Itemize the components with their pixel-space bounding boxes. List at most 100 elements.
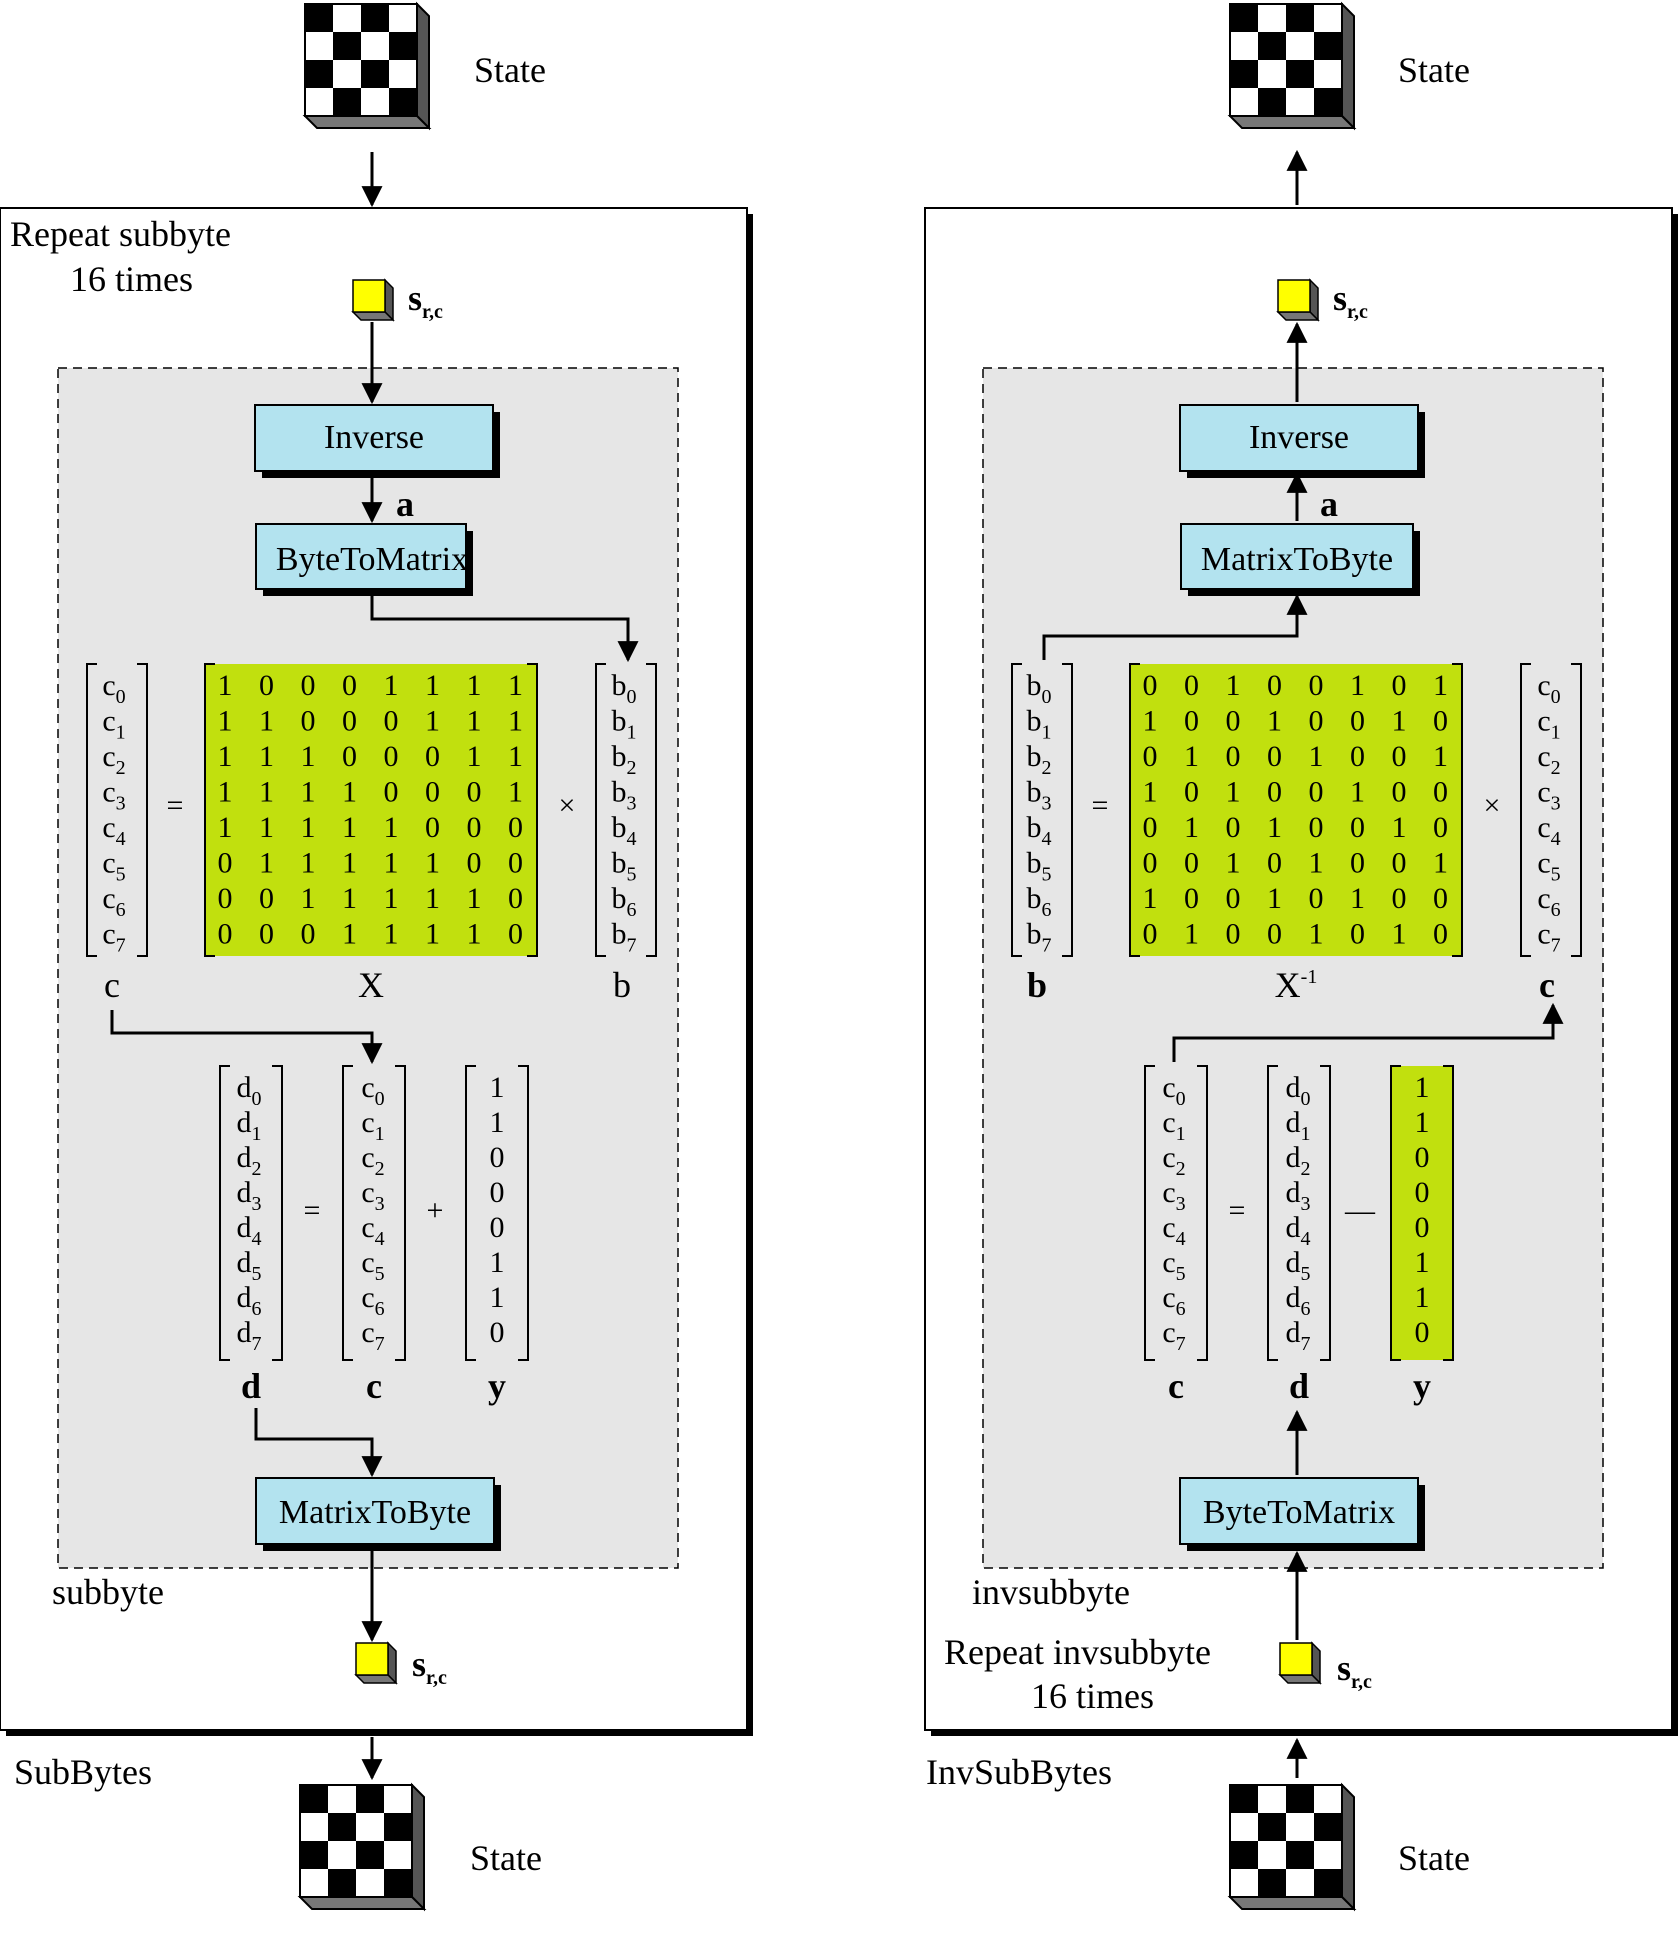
eq2-right-col2-entry: d6 (1286, 1281, 1311, 1320)
eq1-left-matrix-entry: 0 (384, 776, 399, 809)
eq1-right-matrix-entry: 0 (1143, 847, 1158, 880)
cell-src-left (351, 278, 395, 322)
subbytes-side: Repeat subbyte 16 times subbyte SubBytes… (0, 1, 753, 1912)
eq1-right-rhs-entry: c7 (1537, 918, 1560, 957)
eq2-left-equals: = (304, 1194, 321, 1227)
eq1-right-matrix-entry: 1 (1267, 705, 1282, 738)
eq2-right-col2-left-bracket (1267, 1065, 1278, 1361)
eq2-left-col2-entry: c1 (361, 1106, 384, 1145)
eq1-left-matrix-entry: 1 (301, 847, 316, 880)
eq1-left-matrix-entry: 1 (218, 705, 233, 738)
eq2-right-col3-entry: 1 (1415, 1071, 1430, 1104)
eq1-left-rhs-entry: b1 (612, 705, 637, 744)
eq1-left-rhs-entry: b4 (612, 811, 637, 850)
eq1-left-matrix-entry: 0 (384, 740, 399, 773)
eq1-right-matrix-entry: 1 (1184, 811, 1199, 844)
state-top-left-square (305, 32, 333, 60)
eq1-left-matrix-entry: 0 (218, 918, 233, 951)
eq2-left-col2-entry: c0 (361, 1071, 384, 1110)
eq1-right-matrix-entry: 1 (1226, 847, 1241, 880)
state-bottom-left-square (384, 1841, 412, 1869)
state-bottom-left-square (384, 1813, 412, 1841)
state-top-right-square (1230, 32, 1258, 60)
cell-src-right (1278, 1641, 1322, 1685)
eq2-left-col1-left-bracket (219, 1065, 230, 1361)
eq2-right-col1-left-bracket (1144, 1065, 1155, 1361)
state-top-right-square (1230, 4, 1258, 32)
subbytes-label: SubBytes (14, 1752, 152, 1792)
byte-to-matrix-label-left: ByteToMatrix (276, 541, 468, 578)
matrix-to-byte-box-right (1180, 523, 1414, 590)
eq2-right-col2-entry: d7 (1286, 1316, 1311, 1355)
state-bottom-left-square (356, 1841, 384, 1869)
cell-label-bottom-right: sr,c (1337, 1648, 1372, 1693)
eq1-right-matrix-entry: 0 (1433, 776, 1448, 809)
byte-to-matrix-box-left (255, 523, 467, 590)
eq1-left-matrix-entry: 1 (384, 918, 399, 951)
state-top-right-side (1341, 1, 1355, 131)
eq1-left-matrix-entry: 1 (384, 669, 399, 702)
inverse-box-right (1179, 404, 1419, 472)
eq1-left-matrix-entry: 0 (218, 882, 233, 915)
eq2-right-col2-entry: d0 (1286, 1071, 1311, 1110)
state-bottom-left-square (384, 1785, 412, 1813)
eq1-left-matrix-entry: 1 (425, 918, 440, 951)
eq1-left-matrix-entry: 1 (342, 847, 357, 880)
eq1-right-rhs-entry: c2 (1537, 740, 1560, 779)
state-top-right-square (1314, 32, 1342, 60)
state-label-top-right: State (1398, 50, 1470, 90)
eq1-left-rhs-entry: b2 (612, 740, 637, 779)
eq1-left-matrix-entry: 1 (467, 740, 482, 773)
state-top-right-square (1230, 60, 1258, 88)
state-grid-bottom-right (1227, 1782, 1357, 1912)
state-top-right-square (1286, 32, 1314, 60)
eq1-left-lhs-caption: c (104, 965, 120, 1005)
eq1-left-matrix-entry: 0 (425, 811, 440, 844)
eq2-left-caption: c (366, 1366, 382, 1406)
eq2-left-col3-entry: 0 (490, 1141, 505, 1174)
eq2-left-col2-entry: c6 (361, 1281, 384, 1320)
eq1-left-matrix-caption: X (358, 965, 384, 1005)
eq1-right-matrix-entry: 0 (1392, 882, 1407, 915)
add-constant-equation-left: d0d1d2d3d4d5d6d7=c0c1c2c3c4c5c6c7+110001… (219, 1065, 529, 1406)
eq1-left-matrix-fill (205, 664, 537, 956)
state-top-left-square (305, 60, 333, 88)
eq1-right-matrix-entry: 1 (1433, 847, 1448, 880)
state-bottom-right-bottom (1227, 1896, 1357, 1910)
eq1-right-lhs-entry: b6 (1027, 882, 1052, 921)
state-bottom-left-square (328, 1869, 356, 1897)
eq1-left-matrix-entry: 1 (342, 882, 357, 915)
eq1-left-matrix-entry: 0 (467, 811, 482, 844)
eq1-left-matrix-entry: 1 (218, 669, 233, 702)
state-bottom-right-square (1314, 1785, 1342, 1813)
cell-bottom-left-face (355, 1642, 389, 1676)
cell-top-left-face (352, 279, 386, 313)
eq1-left-matrix-entry: 1 (342, 776, 357, 809)
eq1-left-matrix-entry: 1 (218, 811, 233, 844)
eq1-right-matrix-entry: 0 (1143, 669, 1158, 702)
eq1-right-lhs-entry: b1 (1027, 705, 1052, 744)
eq2-left-col1-entry: d2 (237, 1141, 262, 1180)
eq1-left-lhs-entry: c3 (102, 776, 125, 815)
eq2-right-operator: — (1344, 1194, 1376, 1227)
eq1-left-matrix-entry: 0 (508, 847, 523, 880)
eq2-left-col3-entry: 1 (490, 1281, 505, 1314)
eq1-right-lhs-entry: b2 (1027, 740, 1052, 779)
eq2-left-col2-entry: c3 (361, 1176, 384, 1215)
eq1-left-matrix-entry: 0 (259, 882, 274, 915)
eq1-right-matrix-entry: 0 (1433, 882, 1448, 915)
invsubbytes-side: invsubbyte Repeat invsubbyte 16 times In… (924, 1, 1678, 1912)
eq1-left-matrix-entry: 1 (301, 776, 316, 809)
eq1-left-matrix-entry: 1 (425, 882, 440, 915)
state-bottom-right-side (1341, 1782, 1355, 1912)
state-bottom-left-square (328, 1813, 356, 1841)
cell-top-right-bottom (1276, 311, 1320, 321)
eq1-left-matrix-entry: 1 (425, 669, 440, 702)
eq2-right-col2-entry: d3 (1286, 1176, 1311, 1215)
state-bottom-right-square (1230, 1785, 1258, 1813)
eq1-right-matrix-right-bracket (1452, 663, 1463, 957)
eq1-right-matrix-entry: 0 (1433, 811, 1448, 844)
eq1-left-matrix-entry: 1 (218, 740, 233, 773)
eq1-left-lhs-entry: c2 (102, 740, 125, 779)
